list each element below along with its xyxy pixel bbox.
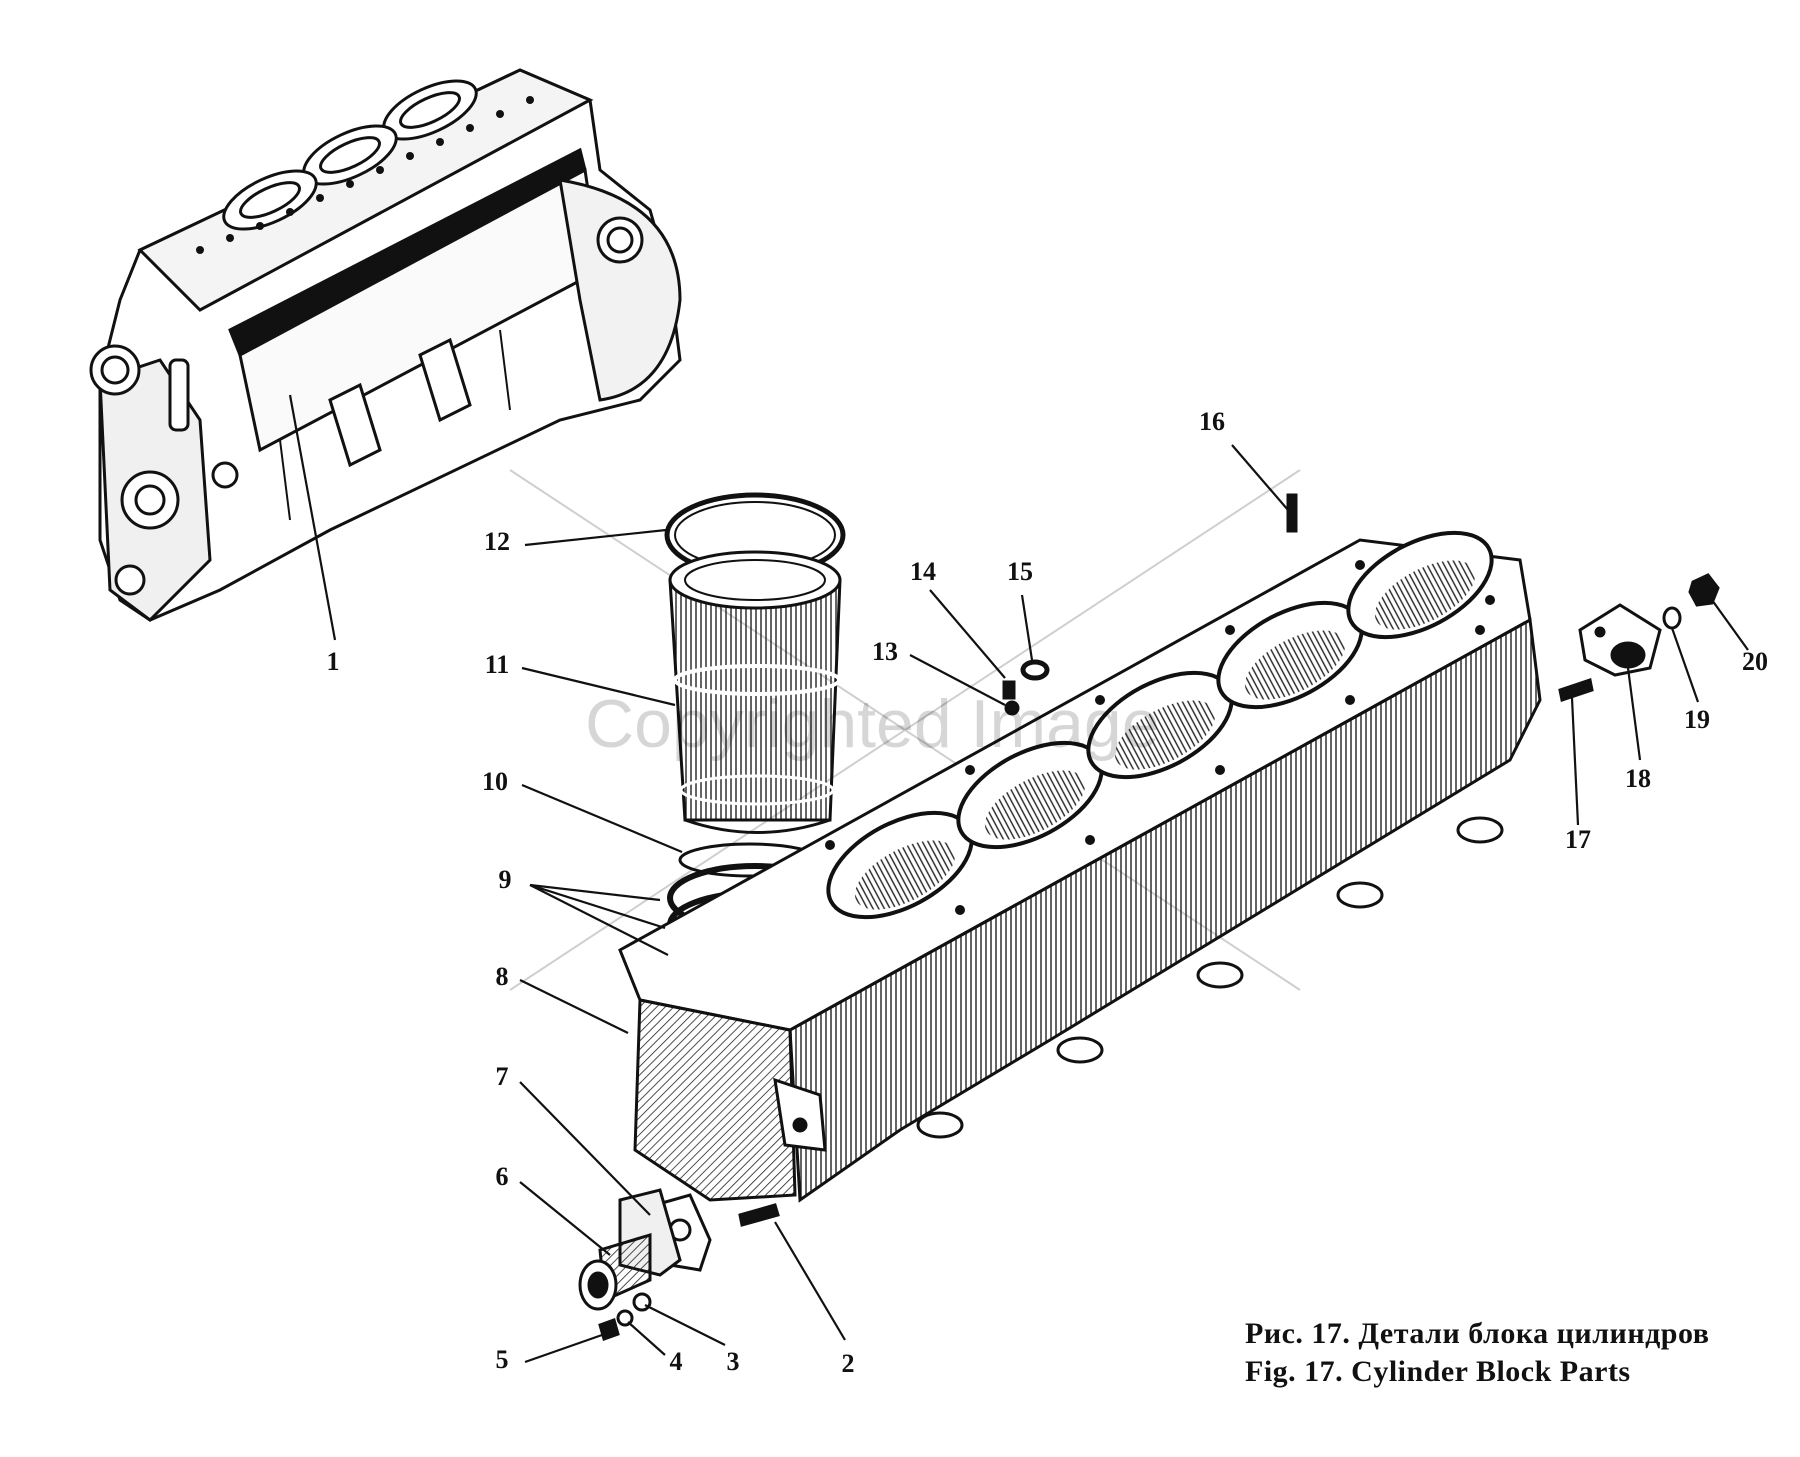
callout-20: 20 xyxy=(1742,647,1768,676)
callout-14: 14 xyxy=(910,557,936,586)
callout-19: 19 xyxy=(1684,705,1710,734)
callout-18: 18 xyxy=(1625,764,1651,793)
callout-5: 5 xyxy=(496,1345,509,1374)
callout-8: 8 xyxy=(496,962,509,991)
small-parts-illustration xyxy=(1002,493,1720,716)
callout-numbers: 1 2 3 4 5 6 7 8 9 10 11 12 13 14 15 16 1… xyxy=(327,407,1769,1378)
callout-6: 6 xyxy=(496,1162,509,1191)
callout-9: 9 xyxy=(499,865,512,894)
callout-13: 13 xyxy=(872,637,898,666)
callout-7: 7 xyxy=(496,1062,509,1091)
callout-11: 11 xyxy=(485,650,510,679)
callout-1: 1 xyxy=(327,647,340,676)
callout-15: 15 xyxy=(1007,557,1033,586)
callout-3: 3 xyxy=(727,1347,740,1376)
cylinder-block-illustration xyxy=(618,530,1542,1203)
cylinder-liner-illustration xyxy=(664,492,846,878)
caption-russian: Рис. 17. Детали блока цилиндров xyxy=(1245,1317,1710,1350)
callout-10: 10 xyxy=(482,767,508,796)
watermark-text: Copyrighted Image xyxy=(585,686,1160,762)
callout-12: 12 xyxy=(484,527,510,556)
callout-16: 16 xyxy=(1199,407,1225,436)
leader-lines xyxy=(288,394,1749,1364)
figure-caption: Рис. 17. Детали блока цилиндров Fig. 17.… xyxy=(1245,1315,1709,1391)
water-pipe-illustration xyxy=(578,1188,780,1341)
callout-4: 4 xyxy=(670,1347,683,1376)
callout-2: 2 xyxy=(842,1349,855,1378)
caption-english: Fig. 17. Cylinder Block Parts xyxy=(1245,1355,1631,1388)
callout-17: 17 xyxy=(1565,825,1591,854)
engine-assembly-illustration xyxy=(89,68,682,622)
